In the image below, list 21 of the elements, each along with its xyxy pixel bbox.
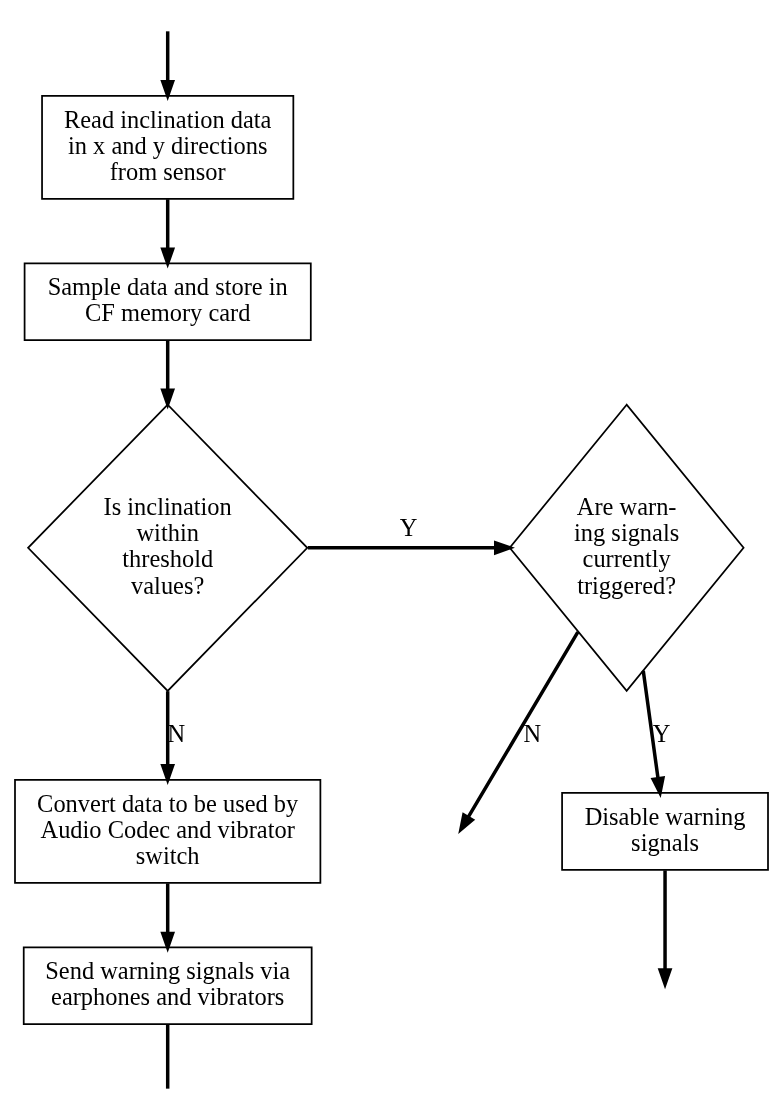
node-box: Disable warning signals — [561, 792, 769, 871]
arrow — [160, 883, 176, 953]
arrow — [657, 870, 673, 990]
node-diamond: Are warn- ing signals currently triggered? — [508, 403, 745, 693]
arrow — [160, 340, 176, 410]
arrow — [458, 631, 580, 835]
arrow — [641, 670, 666, 798]
edge-label: Y — [652, 719, 671, 747]
edge-label: N — [167, 719, 186, 747]
arrow — [160, 691, 176, 785]
arrow — [160, 199, 176, 269]
node-diamond: Is inclination within threshold values? — [26, 403, 309, 693]
edge-label: Y — [399, 513, 418, 541]
node-box: Convert data to be used by Audio Codec and vibrator switch — [14, 779, 322, 884]
connector — [165, 1024, 170, 1089]
node-box: Send warning signals via earphones and vibrators — [22, 946, 313, 1026]
node-box: Read inclination data in x and y directions from sensor — [41, 94, 295, 200]
node-box: Sample data and store in CF memory card — [23, 262, 312, 341]
arrow — [307, 540, 515, 556]
edge-label: N — [523, 719, 542, 747]
arrow — [160, 31, 176, 101]
